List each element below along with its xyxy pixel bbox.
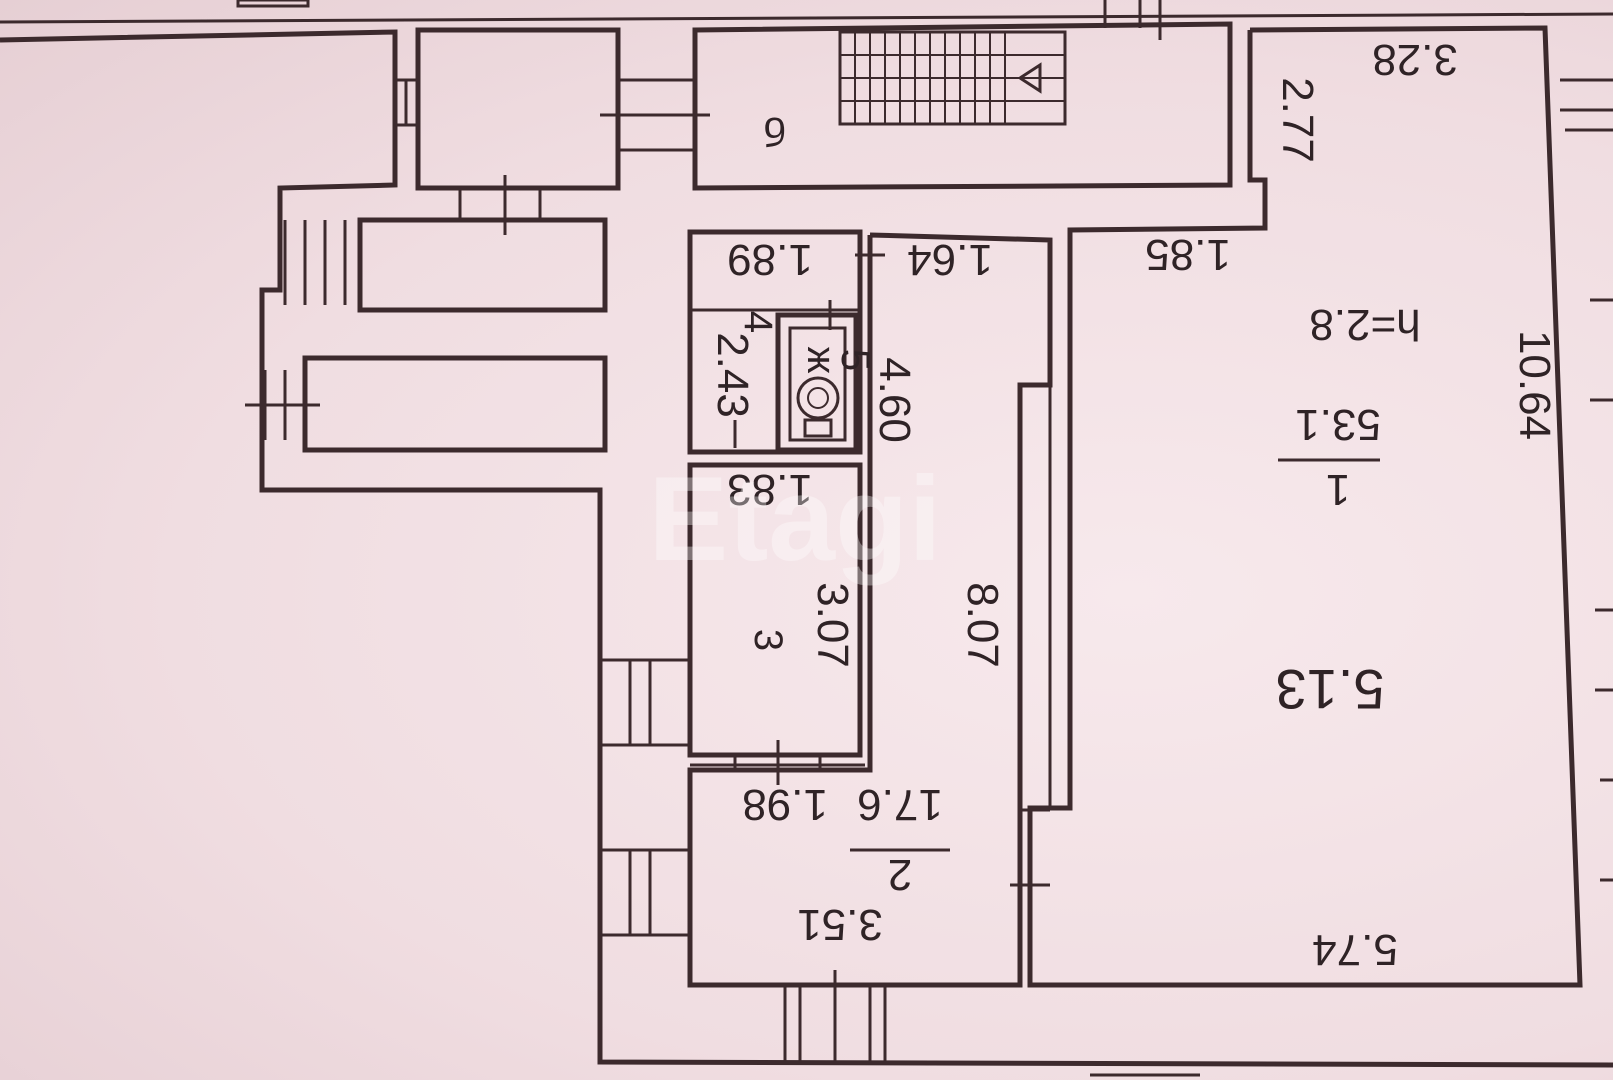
room-2: 1.64 4.60 8.07 1.98 17.6 2 3.51 <box>600 232 1053 1062</box>
room-5-number: 5 <box>833 349 877 371</box>
room-1-area: 53.1 <box>1295 400 1381 449</box>
stair-treads <box>840 32 1065 124</box>
room-3-width: 1.83 <box>727 465 813 514</box>
room-3-length: 3.07 <box>808 582 857 668</box>
room-5: ж 5 <box>775 300 877 453</box>
stair-room: б <box>600 0 1233 191</box>
room-1-alcove-depth: 2.77 <box>1273 77 1322 163</box>
room-3-number: 3 <box>746 629 790 651</box>
left-room-middle <box>357 217 608 313</box>
room-1-width-top: 3.28 <box>1372 35 1458 84</box>
room-2-area: 17.6 <box>857 780 943 829</box>
room-2-width-bottom: 3.51 <box>797 900 883 949</box>
room-2-length: 8.07 <box>958 582 1007 668</box>
room-1-length: 10.64 <box>1510 330 1559 440</box>
room-2-width-top: 1.64 <box>907 235 993 284</box>
room-1: 3.28 2.77 1.85 h=2.8 53.1 1 10.64 5.13 5… <box>1010 25 1613 988</box>
room-1-height: h=2.8 <box>1309 300 1420 349</box>
room-2-width-lower: 1.98 <box>742 780 828 829</box>
room-1-width-mid: 5.13 <box>1276 658 1385 721</box>
toilet-icon <box>796 376 840 438</box>
room-4-number: 4 <box>736 311 780 333</box>
left-room-lower <box>302 355 608 453</box>
room-4-length: 2.43 <box>708 332 757 418</box>
room-4-width: 1.89 <box>727 235 813 284</box>
room-1-alcove-width: 1.85 <box>1145 230 1231 279</box>
room-5-bath-label: ж <box>799 347 843 374</box>
room-3: 1.83 3.07 3 <box>687 462 865 785</box>
room-1-number: 1 <box>1326 465 1350 514</box>
room-2-depth-upper: 4.60 <box>870 357 919 443</box>
watermark-logo: Etagi <box>648 452 941 586</box>
left-room-upper <box>415 27 621 191</box>
room-1-width-bottom: 5.74 <box>1312 925 1398 974</box>
stair-room-label: б <box>764 109 787 153</box>
room-4: 1.89 2.43 4 <box>687 229 885 455</box>
room-2-number: 2 <box>888 850 912 899</box>
stair-arrow-icon <box>1019 62 1042 94</box>
